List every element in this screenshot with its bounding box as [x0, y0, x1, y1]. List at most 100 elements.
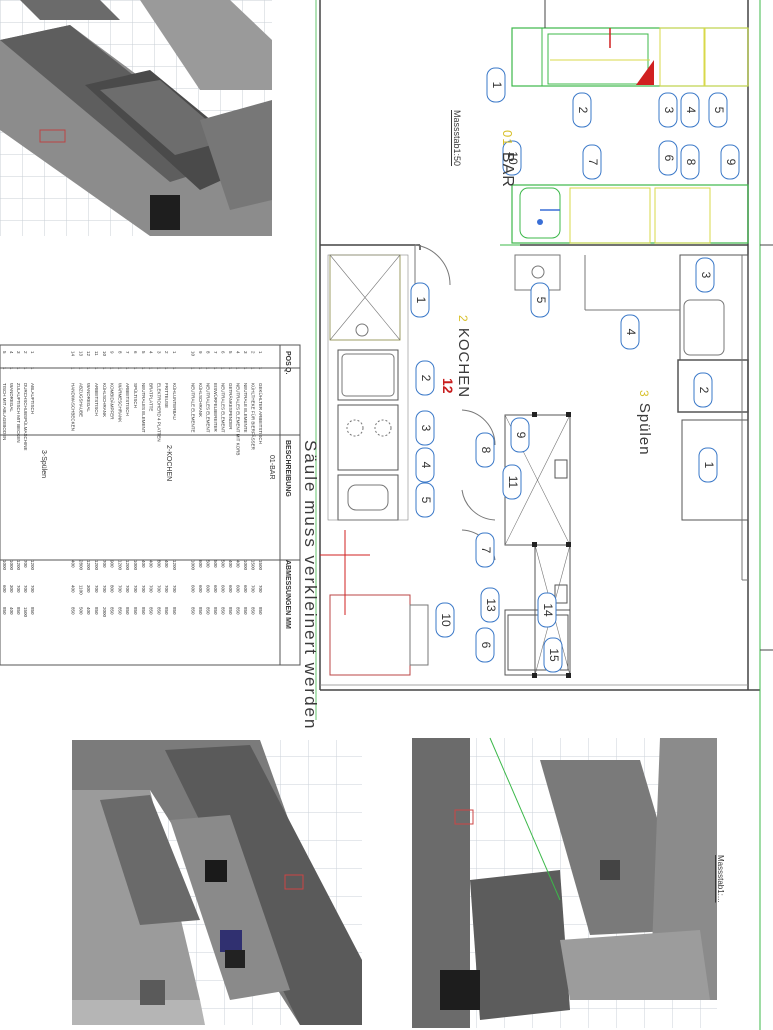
table-cell: 1 [258, 351, 263, 354]
table-cell: 850 [16, 607, 21, 615]
scale-label-bottom: Massstab1:... [716, 855, 725, 903]
table-cell: 1 [78, 367, 84, 370]
table-cell: 700 [148, 585, 154, 593]
bar-number: 01 [500, 130, 515, 147]
table-cell: 1 [70, 367, 76, 370]
table-cell: 1 [172, 351, 177, 354]
table-cell: 1200 [30, 560, 35, 571]
table-cell: 500 [220, 560, 226, 568]
position-bubble: 2 [693, 372, 713, 408]
position-bubble-label: 1 [490, 82, 504, 89]
table-cell: 1500 [258, 560, 263, 571]
position-bubble: 5 [708, 92, 728, 128]
position-bubble: 10 [502, 140, 522, 176]
table-cell: 850 [205, 607, 211, 615]
table-cell: GETRÄNKESPENDER [228, 383, 233, 430]
table-cell: 700 [172, 585, 177, 593]
render-bottom-right [412, 737, 717, 1028]
position-bubble: 6 [475, 627, 495, 663]
table-cell: 5 [2, 351, 7, 354]
table-cell: 700 [156, 585, 162, 593]
table-cell: 400 [228, 560, 233, 568]
position-bubble-label: 14 [541, 603, 555, 617]
table-cell: 11 [94, 351, 99, 356]
spuelen-title: 3 Spülen [636, 390, 653, 456]
position-bubble-label: 6 [662, 155, 676, 162]
position-bubble: 4 [415, 447, 435, 483]
table-cell: 500 [78, 607, 84, 615]
table-cell: 10 [101, 351, 107, 357]
table-cell: NEUTRALE ELEMENTE [243, 383, 248, 433]
table-cell: TISCH MIT ABLAGEBODEN [2, 383, 7, 441]
table-cell: 12 [86, 351, 92, 357]
table-cell: 1000 [133, 560, 138, 571]
table-cell: 600 [198, 585, 203, 593]
table-cell: 850 [156, 607, 162, 615]
table-cell: 3-Spülen [40, 450, 47, 479]
table-cell: 850 [228, 607, 233, 615]
table-cell: 850 [125, 607, 131, 615]
table-cell: SPÜLTISCH [133, 383, 138, 408]
kochen-number: 2 [456, 315, 470, 323]
table-cell: 400 [70, 585, 76, 593]
position-bubble-label: 4 [624, 329, 638, 336]
table-cell: 700 [101, 560, 107, 568]
bar-label: BAR [499, 151, 516, 188]
table-cell: 13 [78, 351, 84, 357]
table-cell: 1 [190, 367, 196, 370]
position-bubble: 5 [530, 282, 550, 318]
table-cell: 1200 [94, 560, 99, 571]
position-bubble-label: 1 [702, 462, 716, 469]
position-bubble-label: 2 [697, 387, 711, 394]
table-cell: 3 [243, 351, 248, 354]
table-cell: 700 [250, 585, 256, 593]
position-bubble-label: 2 [576, 107, 590, 114]
kochen-label: KOCHEN [455, 327, 472, 399]
position-bubble: 3 [695, 257, 715, 293]
table-cell: 1200 [86, 560, 92, 571]
table-cell: 300 [9, 585, 14, 593]
table-cell: 14 [70, 351, 76, 357]
position-bubble-label: 6 [479, 642, 493, 649]
table-cell: 850 [258, 607, 263, 615]
table-cell: 700 [133, 585, 138, 593]
position-bubble: 3 [415, 410, 435, 446]
position-bubble: 8 [680, 144, 700, 180]
table-cell: 1500 [23, 607, 28, 618]
position-bubble-label: 3 [419, 425, 433, 432]
table-cell: 500 [213, 560, 218, 568]
position-bubble: 2 [415, 360, 435, 396]
position-bubble-label: 5 [419, 497, 433, 504]
table-cell: ELEKTROHERD 4 PLATTEN [156, 383, 162, 442]
bar-title: 01 BAR [498, 130, 516, 188]
table-cell: 1 [220, 367, 226, 370]
position-bubble-label: 11 [506, 476, 520, 489]
table-cell: 700 [16, 585, 21, 593]
table-cell: 800 [156, 560, 162, 568]
table-cell: 1 [198, 367, 203, 370]
position-bubble-label: 9 [724, 159, 738, 166]
table-cell: KÜHLSCHRANK [101, 383, 107, 418]
spuelen-label: Spülen [636, 402, 653, 456]
table-cell: 850 [148, 607, 154, 615]
table-cell: 9 [198, 351, 203, 354]
table-cell: 1 [140, 367, 146, 370]
table-cell: 7 [213, 351, 218, 354]
position-bubble-label: 3 [662, 107, 676, 114]
table-cell: HANDWASCHBECKEN [70, 383, 76, 431]
table-cell: 850 [243, 607, 248, 615]
table-cell: 1 [205, 367, 211, 370]
position-bubble: 9 [720, 144, 740, 180]
position-bubble-label: 7 [586, 159, 600, 166]
table-cell: 1 [156, 367, 162, 370]
table-cell: ZULAUFTISCH MIT BECKEN [16, 383, 21, 443]
table-cell: 1 [117, 367, 123, 370]
table-cell: WÄRMESCHRANK [117, 383, 123, 423]
table-cell: 850 [30, 607, 35, 615]
table-cell: NEUTRALES ELEMENT [220, 383, 226, 433]
position-bubble: 6 [658, 140, 678, 176]
position-bubble-label: 1 [414, 297, 428, 304]
table-cell: 850 [235, 607, 241, 615]
